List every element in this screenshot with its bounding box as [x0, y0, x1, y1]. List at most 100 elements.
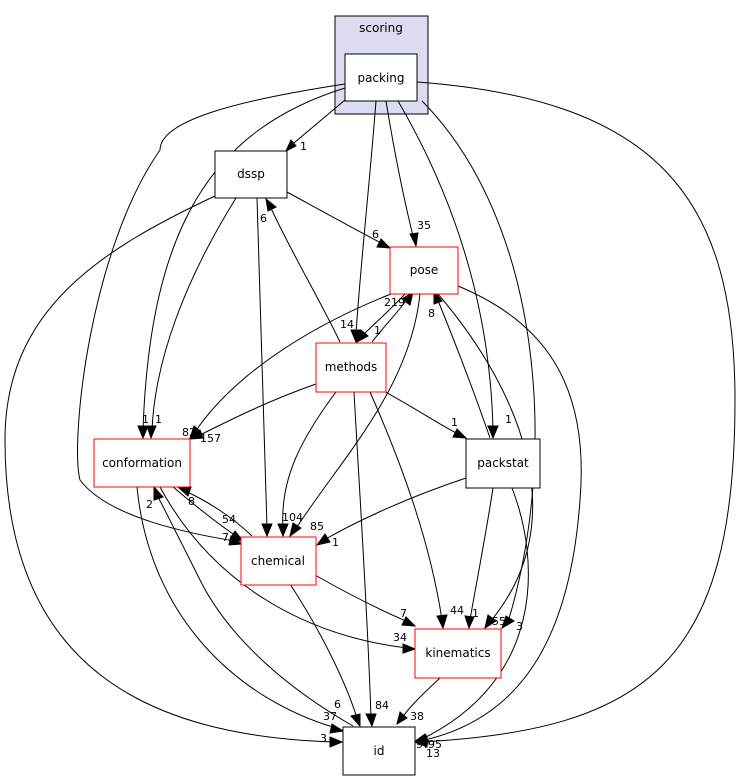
edges: 1 35 14 1 1 3 7 13 6 — [4, 81, 736, 760]
arrow-methods-pose — [401, 290, 414, 306]
arrow-dssp-chemical — [261, 523, 273, 538]
edge-label-pose-chemical: 85 — [310, 520, 324, 533]
edge-label-chemical-kinematics: 7 — [400, 607, 407, 620]
edge-methods-conformation[interactable] — [197, 383, 317, 437]
edge-label-packing-methods: 14 — [340, 318, 354, 331]
edge-packstat-kinematics[interactable] — [469, 487, 494, 621]
edge-label-methods-kinematics: 44 — [450, 604, 464, 617]
edge-packing-conformation[interactable] — [142, 87, 346, 431]
edge-packing-dssp[interactable] — [287, 99, 346, 149]
arrow-packing-pose — [409, 232, 419, 248]
arrow-pose-kinematics — [484, 614, 497, 630]
node-dssp[interactable] — [214, 150, 288, 199]
edge-chemical-kinematics[interactable] — [314, 574, 409, 623]
edge-label-methods-conformation: 157 — [200, 432, 221, 445]
edge-methods-packstat[interactable] — [377, 387, 459, 435]
arrow-packing-packstat — [487, 425, 499, 440]
node-kinematics[interactable] — [414, 628, 502, 679]
arrow-chemical-id — [350, 713, 361, 728]
edge-label-packstat-kinematics: 1 — [472, 607, 479, 620]
edge-packing-id[interactable] — [416, 81, 736, 743]
arrow-packing-dssp — [284, 139, 297, 153]
edge-label-packstat-id: 95 — [428, 738, 442, 751]
arrow-packstat-chemical — [315, 533, 331, 546]
arrow-dssp-id — [329, 736, 344, 748]
edge-packstat-chemical[interactable] — [323, 477, 467, 541]
arrow-pose-chemical — [289, 522, 302, 538]
edge-pose-id[interactable] — [419, 285, 582, 742]
edge-dssp-pose[interactable] — [286, 191, 384, 245]
edge-packing-kinematics[interactable] — [421, 100, 536, 623]
node-chemical[interactable] — [240, 536, 317, 586]
edge-label-packing-conformation: 1 — [142, 413, 149, 426]
arrow-methods-chemical — [277, 523, 289, 538]
arrow-packstat-kinematics — [464, 615, 475, 630]
edge-label-pose-conformation: 82 — [182, 426, 196, 439]
edge-label-methods-dssp: 6 — [260, 212, 267, 225]
edge-label-conformation-kinematics: 34 — [393, 631, 407, 644]
node-conformation-label: conformation — [102, 456, 182, 470]
edge-dssp-chemical[interactable] — [256, 197, 268, 529]
edge-conformation-chemical[interactable] — [171, 485, 237, 537]
arrow-conformation-chemical — [229, 530, 245, 542]
edge-label-methods-id: 84 — [375, 699, 389, 712]
edge-kinematics-id[interactable] — [401, 677, 441, 719]
arrow-kinematics-id — [396, 711, 408, 726]
edge-packing-chemical[interactable] — [77, 83, 346, 542]
node-chemical-label: chemical — [251, 554, 305, 568]
edge-label-methods-chemical: 104 — [282, 511, 303, 524]
node-conformation[interactable] — [93, 438, 191, 488]
node-pose-label: pose — [410, 263, 439, 277]
edge-label-conformation-chemical: 54 — [222, 513, 236, 526]
arrow-methods-kinematics — [436, 614, 448, 630]
node-packstat[interactable] — [465, 438, 541, 489]
node-dssp-label: dssp — [237, 167, 265, 181]
node-id-label: id — [374, 744, 385, 758]
edge-conformation-kinematics[interactable] — [159, 486, 408, 649]
arrow-dssp-conformation — [146, 425, 157, 440]
node-packing-label: packing — [357, 71, 404, 85]
edge-methods-id[interactable] — [353, 391, 372, 719]
edge-label-packstat-pose: 8 — [428, 307, 435, 320]
edge-pose-chemical[interactable] — [294, 293, 421, 531]
edge-conformation-id[interactable] — [136, 486, 337, 729]
edge-label-packing-id: 13 — [426, 747, 440, 760]
nodes: packing dssp pose methods conformation p… — [93, 53, 541, 776]
edge-chemical-id[interactable] — [289, 583, 358, 719]
arrow-pose-methods — [356, 329, 369, 344]
node-methods[interactable] — [315, 342, 387, 393]
arrow-id-conformation — [153, 485, 164, 501]
edge-packing-methods[interactable] — [355, 100, 377, 335]
arrow-methods-id — [365, 713, 377, 728]
edge-packing-packstat[interactable] — [397, 100, 494, 431]
node-pose[interactable] — [389, 246, 459, 295]
edge-packstat-id[interactable] — [419, 487, 529, 741]
edge-id-conformation[interactable] — [156, 494, 354, 727]
edge-packing-pose[interactable] — [385, 100, 415, 241]
arrow-methods-conformation — [188, 429, 204, 440]
edge-packstat-pose[interactable] — [436, 297, 491, 439]
edge-methods-dssp[interactable] — [269, 205, 341, 343]
edge-dssp-id[interactable] — [4, 195, 335, 743]
edge-label-dssp-pose: 6 — [372, 228, 379, 241]
arrow-conformation-id — [329, 723, 345, 734]
edge-label-packing-packstat: 1 — [505, 413, 512, 426]
edge-label-packing-dssp: 1 — [300, 140, 307, 153]
arrow-methods-dssp — [265, 197, 277, 212]
edge-label-packing-kinematics: 3 — [516, 620, 523, 633]
edge-pose-conformation[interactable] — [194, 293, 392, 433]
arrow-dssp-pose — [376, 238, 392, 249]
edge-label-methods-pose: 219 — [384, 296, 405, 309]
arrow-methods-packstat — [452, 428, 468, 439]
node-methods-label: methods — [325, 360, 378, 374]
node-id[interactable] — [342, 726, 416, 776]
arrow-packing-conformation — [137, 425, 149, 440]
edge-methods-kinematics[interactable] — [369, 391, 443, 621]
edge-dssp-conformation[interactable] — [151, 197, 237, 431]
edge-label-pose-kinematics: 55 — [492, 615, 506, 628]
edge-methods-chemical[interactable] — [282, 391, 337, 529]
node-packing[interactable] — [344, 53, 418, 102]
edge-label-methods-packstat: 1 — [451, 416, 458, 429]
edge-label-pose-methods: 1 — [374, 324, 381, 337]
edge-chemical-conformation[interactable] — [184, 490, 253, 537]
